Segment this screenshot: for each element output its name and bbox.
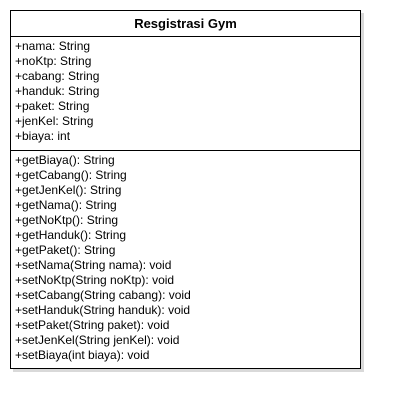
- attribute-row: +nama: String: [15, 39, 91, 53]
- attribute-row: +jenKel: String: [15, 114, 94, 128]
- method-row: +setCabang(String cabang): void: [15, 288, 191, 302]
- method-row: +getHanduk(): String: [15, 228, 127, 242]
- method-row: +setHanduk(String handuk): void: [15, 303, 191, 317]
- attribute-row: +noKtp: String: [15, 54, 92, 68]
- method-row: +getJenKel(): String: [15, 183, 122, 197]
- attribute-row: +biaya: int: [15, 129, 71, 143]
- attribute-row: +handuk: String: [15, 84, 100, 98]
- method-row: +setNoKtp(String noKtp): void: [15, 273, 175, 287]
- method-row: +setBiaya(int biaya): void: [15, 348, 150, 362]
- attribute-row: +cabang: String: [15, 69, 100, 83]
- method-row: +getCabang(): String: [15, 168, 127, 182]
- method-row: +getNoKtp(): String: [15, 213, 119, 227]
- method-row: +getNama(): String: [15, 198, 117, 212]
- uml-class-box[interactable]: Resgistrasi Gym +nama: String +noKtp: St…: [10, 10, 361, 369]
- attribute-row: +paket: String: [15, 99, 90, 113]
- class-name: Resgistrasi Gym: [11, 11, 360, 37]
- method-row: +getBiaya(): String: [15, 153, 115, 167]
- method-row: +setNama(String nama): void: [15, 258, 172, 272]
- method-row: +setPaket(String paket): void: [15, 318, 170, 332]
- attributes-section: +nama: String +noKtp: String +cabang: St…: [11, 37, 360, 151]
- method-row: +setJenKel(String jenKel): void: [15, 333, 180, 347]
- methods-section: +getBiaya(): String +getCabang(): String…: [11, 151, 360, 367]
- method-row: +getPaket(): String: [15, 243, 116, 257]
